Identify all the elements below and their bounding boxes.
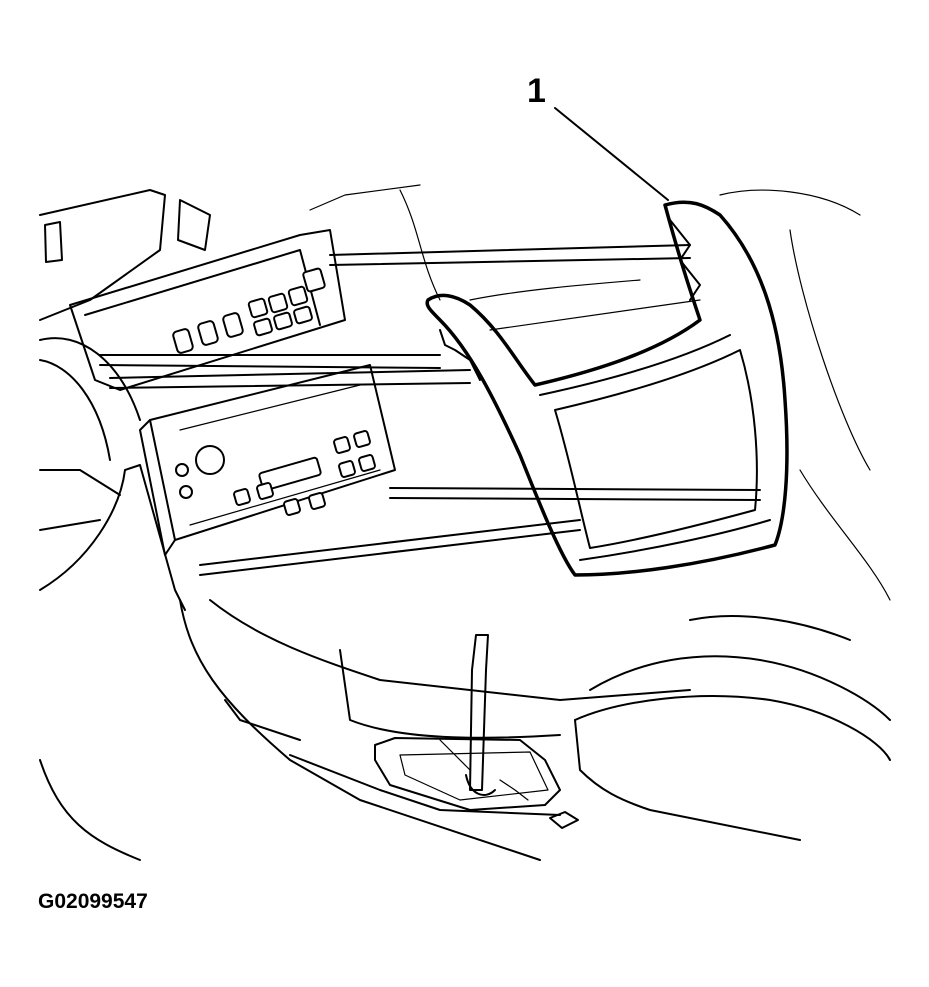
- callout-number-1: 1: [527, 72, 546, 110]
- hvac-control-unit: [69, 229, 346, 391]
- instrument-panel-trim-plate: [425, 200, 789, 577]
- installation-guide-lines: [99, 244, 761, 576]
- dashboard-outline: [39, 184, 891, 861]
- callout-leader-1: [554, 107, 669, 201]
- figure-id-label: G02099547: [38, 890, 148, 913]
- center-console: [209, 599, 891, 841]
- radio-head-unit: [139, 364, 396, 556]
- gear-shift-lever: [439, 634, 529, 801]
